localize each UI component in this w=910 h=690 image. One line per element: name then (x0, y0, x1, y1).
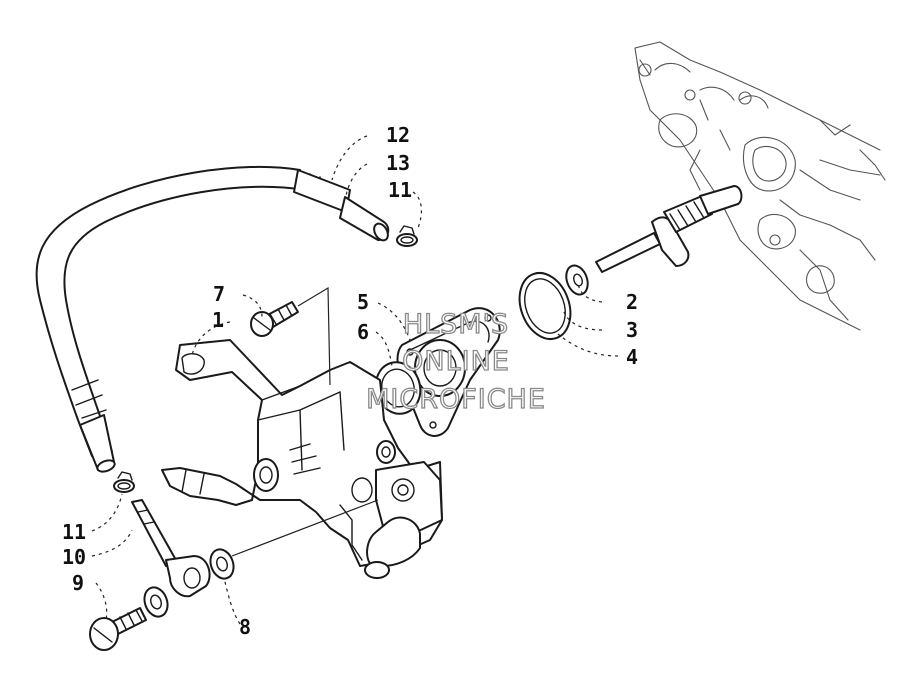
callout-4: 4 (626, 345, 638, 369)
callout-leaders (91, 135, 619, 625)
banjo-fitting-part (131, 499, 211, 598)
callout-13: 13 (386, 151, 410, 175)
watermark-line-2: ONLINE (402, 346, 510, 377)
callout-7: 7 (213, 282, 225, 306)
o-ring-large-part (518, 272, 572, 340)
assembly-centerline (231, 499, 379, 557)
callout-2: 2 (626, 290, 638, 314)
o-ring-small-part (374, 361, 422, 415)
hose-end-bottom-part (79, 414, 116, 473)
callout-11-bottom: 11 (62, 520, 86, 544)
sleeve-part (293, 169, 390, 242)
watermark-line-3: MICROFICHE (366, 384, 546, 415)
washer-small-part (209, 548, 235, 580)
washer-lower-part (143, 586, 169, 618)
engine-case-drawing (634, 41, 886, 331)
callout-6: 6 (357, 320, 369, 344)
washer-part (565, 264, 589, 296)
callout-12: 12 (386, 123, 410, 147)
watermark: HLSM'S ONLINE MICROFICHE (365, 308, 546, 415)
callout-9: 9 (72, 571, 84, 595)
callout-8: 8 (239, 615, 251, 639)
callout-11-top: 11 (388, 178, 412, 202)
watermark-line-1: HLSM'S (403, 309, 509, 340)
drive-shaft-part (595, 185, 743, 273)
callout-1: 1 (212, 308, 224, 332)
callout-5: 5 (357, 290, 369, 314)
pump-cover-part (396, 307, 501, 437)
callout-3: 3 (626, 318, 638, 342)
oil-pump-body-part (161, 339, 443, 579)
bolt-lower-part (89, 607, 147, 651)
hose-clamp-bottom-part (113, 471, 135, 493)
bolt-upper-leader (297, 286, 331, 386)
callout-10: 10 (62, 545, 86, 569)
hose-clamp-top-part (396, 225, 418, 247)
bolt-upper-part (250, 301, 299, 337)
